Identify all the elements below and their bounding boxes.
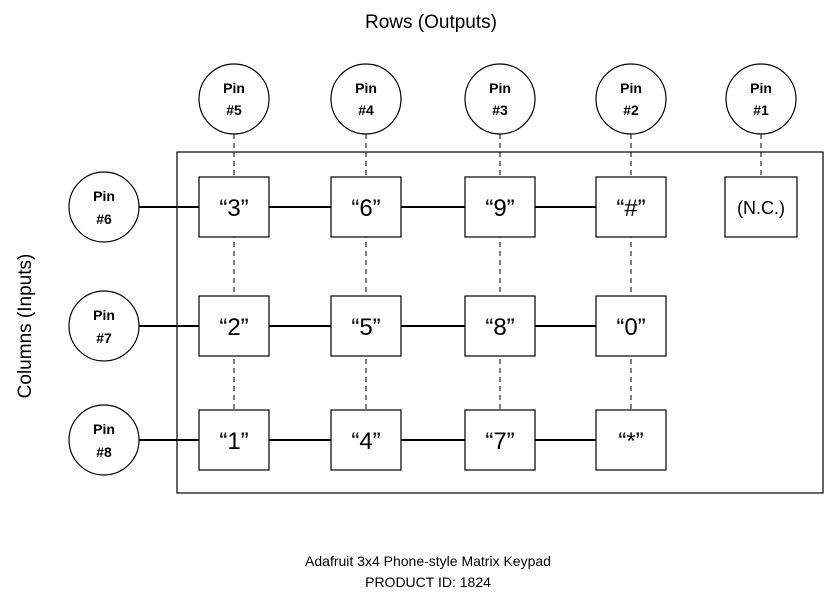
row-connection-lines xyxy=(233,134,762,440)
key-box xyxy=(595,409,667,471)
key-box xyxy=(330,295,402,357)
pin-number: #3 xyxy=(492,102,508,118)
caption-line-1: Adafruit 3x4 Phone-style Matrix Keypad xyxy=(305,553,551,569)
key-box xyxy=(595,295,667,357)
key-label: (N.C.) xyxy=(737,198,785,218)
pin-number: #1 xyxy=(753,102,769,118)
key-box xyxy=(330,176,402,238)
key-label: “7” xyxy=(485,428,514,455)
pin-label: Pin xyxy=(93,307,115,323)
column-pin: Pin #6 xyxy=(68,171,140,243)
key-box xyxy=(464,409,536,471)
pin-label: Pin xyxy=(93,188,115,204)
key-label: “8” xyxy=(485,314,514,341)
pin-number: #5 xyxy=(226,102,242,118)
pin-circle xyxy=(68,290,140,362)
key-label: “6” xyxy=(351,195,380,222)
key-label: “9” xyxy=(485,195,514,222)
pin-circle xyxy=(725,63,797,135)
key-label: “*” xyxy=(618,428,643,455)
pin-number: #8 xyxy=(96,444,112,460)
key-box xyxy=(330,409,402,471)
key: “4” xyxy=(330,409,402,471)
pin-circle xyxy=(68,404,140,476)
key: “7” xyxy=(464,409,536,471)
columns-title: Columns (Inputs) xyxy=(15,254,36,399)
key-box xyxy=(464,176,536,238)
pin-number: #2 xyxy=(623,102,639,118)
column-pin: Pin #7 xyxy=(68,290,140,362)
key-label: “5” xyxy=(351,314,380,341)
pin-label: Pin xyxy=(489,80,511,96)
caption-line-2: PRODUCT ID: 1824 xyxy=(365,574,491,590)
pin-circle xyxy=(464,63,536,135)
key-label: “2” xyxy=(219,314,248,341)
row-pin: Pin #4 xyxy=(330,63,402,135)
pin-label: Pin xyxy=(93,421,115,437)
key: “*” xyxy=(595,409,667,471)
key-label: “0” xyxy=(616,314,645,341)
key: “6” xyxy=(330,176,402,238)
pin-number: #7 xyxy=(96,330,112,346)
key-nc: (N.C.) xyxy=(724,176,798,238)
pin-number: #6 xyxy=(96,211,112,227)
pin-circle xyxy=(595,63,667,135)
pin-label: Pin xyxy=(223,80,245,96)
pin-label: Pin xyxy=(620,80,642,96)
row-pin: Pin #3 xyxy=(464,63,536,135)
key-box xyxy=(464,295,536,357)
rows-title: Rows (Outputs) xyxy=(365,12,497,33)
key: “2” xyxy=(198,295,270,357)
key: “3” xyxy=(198,176,270,238)
pin-circle xyxy=(68,171,140,243)
row-pins: Pin #5 Pin #4 Pin #3 Pin #2 Pin #1 xyxy=(198,63,797,135)
key-box xyxy=(595,176,667,238)
pin-number: #4 xyxy=(358,102,374,118)
key-label: “3” xyxy=(219,195,248,222)
key-box xyxy=(198,295,270,357)
row-pin: Pin #1 xyxy=(725,63,797,135)
key: “#” xyxy=(595,176,667,238)
key-label: “4” xyxy=(351,428,380,455)
row-pin: Pin #2 xyxy=(595,63,667,135)
key-label: “1” xyxy=(219,428,248,455)
row-pin: Pin #5 xyxy=(198,63,270,135)
key-label: “#” xyxy=(616,195,645,222)
pin-circle xyxy=(198,63,270,135)
keys: “3” “6” “9” “#” (N.C.) “2” “5” “8” “0” “1” “4” “7” “… xyxy=(198,176,798,471)
key: “1” xyxy=(198,409,270,471)
key: “0” xyxy=(595,295,667,357)
pin-label: Pin xyxy=(355,80,377,96)
key: “8” xyxy=(464,295,536,357)
key-box xyxy=(198,409,270,471)
key: “9” xyxy=(464,176,536,238)
key: “5” xyxy=(330,295,402,357)
key-box xyxy=(724,176,798,238)
pin-circle xyxy=(330,63,402,135)
key-box xyxy=(198,176,270,238)
pin-label: Pin xyxy=(750,80,772,96)
column-pin: Pin #8 xyxy=(68,404,140,476)
